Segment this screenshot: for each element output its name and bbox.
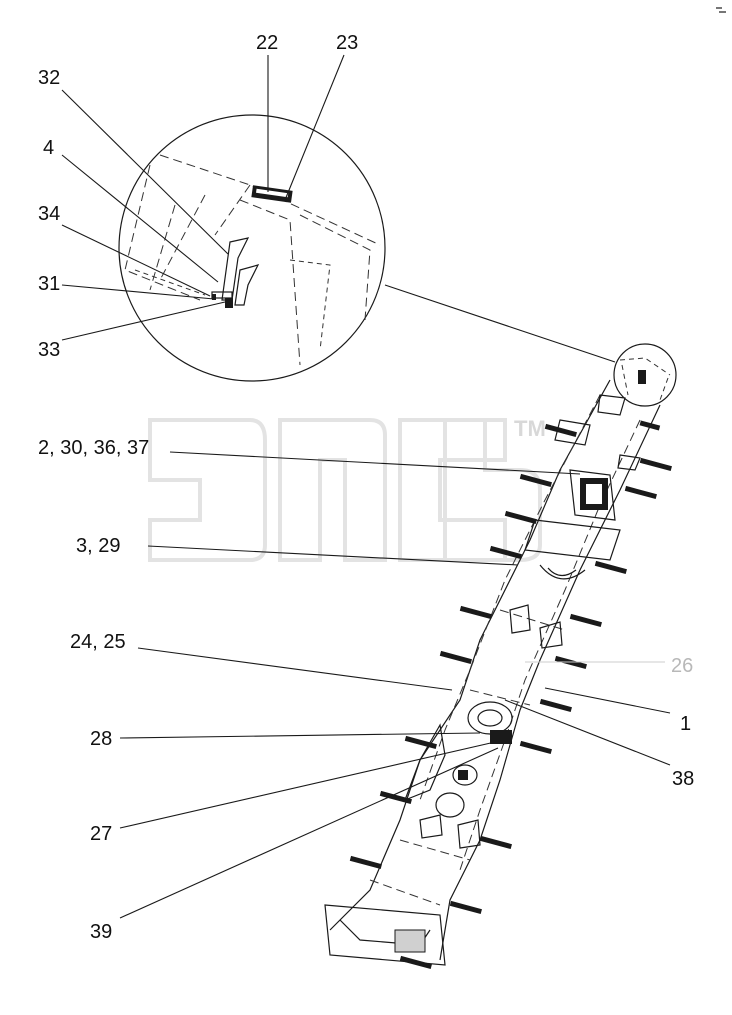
leader-38 <box>504 699 671 766</box>
callout-32: 32 <box>38 67 60 89</box>
callout-34: 34 <box>38 203 60 225</box>
machine-body <box>324 379 672 970</box>
callout-26: 26 <box>671 655 693 677</box>
callout-28: 28 <box>90 728 112 750</box>
leader-3-29 <box>147 545 519 566</box>
callout-24-25: 24, 25 <box>70 631 126 653</box>
callout-31: 31 <box>38 273 60 295</box>
leader-34 <box>61 224 211 297</box>
callout-33: 33 <box>38 339 60 361</box>
detail-locator-circle <box>613 343 677 407</box>
detail-view-circle <box>118 114 386 382</box>
callout-4: 4 <box>43 137 54 159</box>
leader-23 <box>284 54 345 201</box>
callout-27: 27 <box>90 823 112 845</box>
callout-38: 38 <box>672 768 694 790</box>
leader-31 <box>61 284 215 300</box>
leader-1 <box>544 687 671 714</box>
watermark-logo: TM <box>148 416 546 562</box>
callout-2-30-36-37: 2, 30, 36, 37 <box>38 437 149 459</box>
callout-1: 1 <box>680 713 691 735</box>
leader-33 <box>61 301 226 341</box>
leader-24-25 <box>137 647 453 691</box>
leader-lines <box>61 54 671 919</box>
trademark-mark: TM <box>514 416 546 441</box>
leader-28 <box>119 732 481 739</box>
leader-27 <box>119 741 496 829</box>
callout-3-29: 3, 29 <box>76 535 120 557</box>
leader-32 <box>61 89 229 255</box>
callout-22: 22 <box>256 32 278 54</box>
corner-mark <box>716 7 726 13</box>
leader-39 <box>119 747 499 919</box>
leader-4 <box>61 154 219 283</box>
callout-39: 39 <box>90 921 112 943</box>
callout-23: 23 <box>336 32 358 54</box>
leader-2-30-36-37 <box>169 451 581 475</box>
detail-connector-line <box>384 284 616 363</box>
callout-labels: 22 23 32 4 34 31 33 2, 30, 36, 37 3, 29 … <box>38 32 694 943</box>
